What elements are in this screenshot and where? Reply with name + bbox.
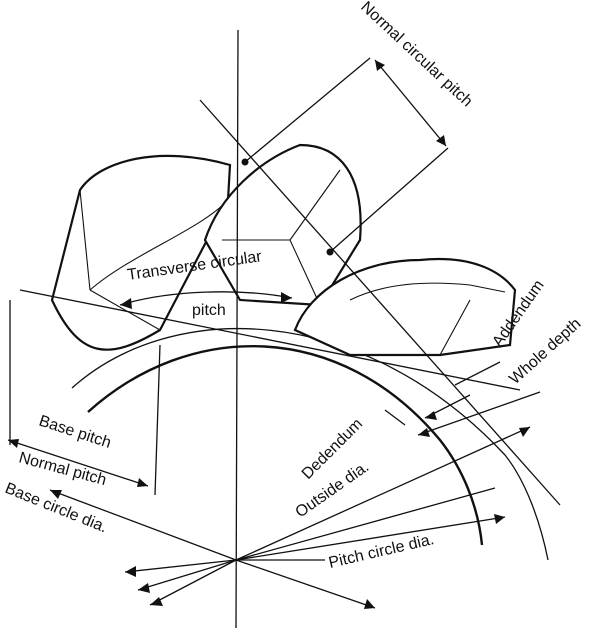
base-circle: [87, 345, 484, 546]
label-base-circle-dia: Base circle dia.: [3, 480, 110, 536]
gear-teeth: [50, 143, 517, 357]
tooth-right: [293, 258, 517, 357]
pressure-line: [19, 289, 521, 391]
helix-line: [199, 99, 561, 506]
tooth-left: [50, 154, 232, 351]
pitch-point-upper: [241, 158, 249, 166]
center-rays: [49, 426, 531, 609]
pitch-point-lower: [326, 248, 334, 256]
label-normal-pitch: Normal pitch: [17, 449, 108, 489]
vertical-axis: [235, 29, 239, 629]
tooth-center: [203, 143, 362, 307]
label-normal-circular-pitch: Normal circular pitch: [357, 0, 475, 110]
label-pitch: pitch: [192, 302, 226, 319]
pitch-circle: [71, 328, 549, 561]
label-base-pitch: Base pitch: [37, 413, 113, 452]
